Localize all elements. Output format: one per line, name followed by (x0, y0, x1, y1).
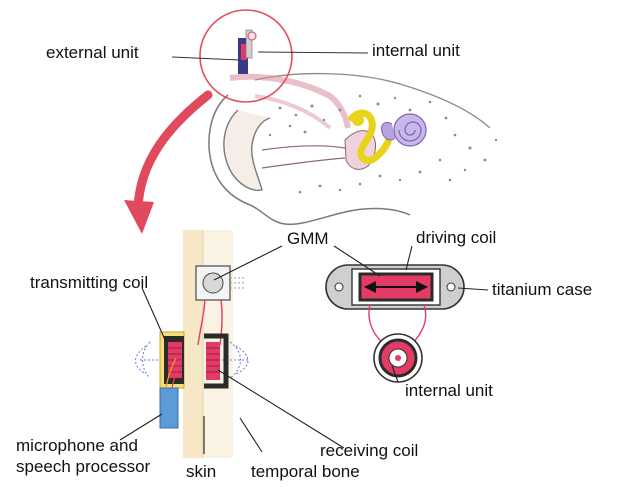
microphone-label-line1: microphone and (16, 436, 138, 456)
temporal-bone-label: temporal bone (251, 462, 360, 482)
internal-unit-detail (326, 265, 464, 382)
skin-label: skin (186, 462, 216, 482)
transmitting-coil-label: transmitting coil (30, 273, 148, 293)
microphone-label-line2: speech processor (16, 457, 150, 477)
speech-processor (160, 388, 178, 428)
gmm-label: GMM (287, 229, 329, 249)
zoom-arrow (124, 95, 208, 234)
titanium-case-label: titanium case (492, 280, 592, 300)
external-unit-label: external unit (46, 43, 139, 63)
internal-unit-top-label: internal unit (372, 41, 460, 61)
skin-layer (183, 230, 203, 458)
receiving-coil-label: receiving coil (320, 441, 418, 461)
cross-section-diagram (136, 230, 249, 458)
internal-unit-bottom-label: internal unit (405, 381, 493, 401)
driving-coil-label: driving coil (416, 228, 496, 248)
